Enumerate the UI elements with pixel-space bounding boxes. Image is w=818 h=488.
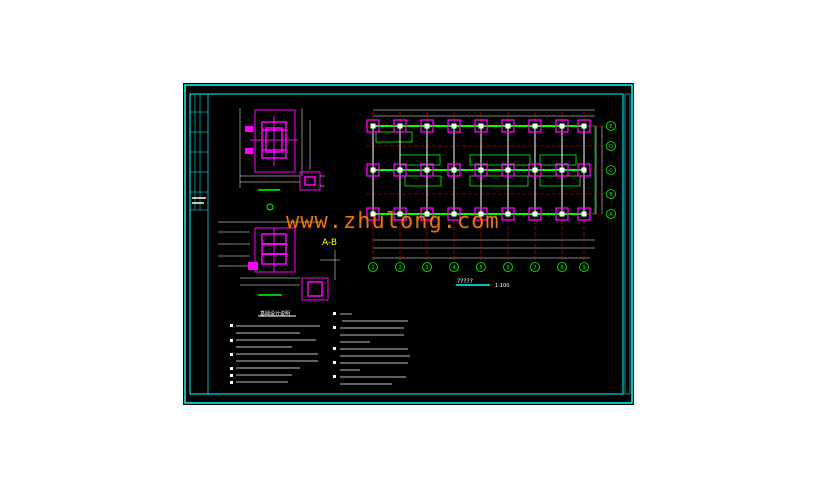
column-footing	[501, 207, 515, 221]
plan-scale: 1:100	[495, 283, 509, 289]
drawing-sheet	[183, 83, 634, 405]
column-footing	[366, 207, 380, 221]
grid-bubble-column	[368, 262, 378, 272]
column-footing	[555, 207, 569, 221]
grid-bubble-column	[503, 262, 513, 272]
grid-column-label: 7	[533, 265, 536, 271]
grid-column-label: 3	[425, 265, 428, 271]
outer-frame	[184, 84, 633, 404]
column-footing	[474, 207, 488, 221]
column-footing	[577, 163, 591, 177]
grid-axis-group: 1 2 3 4 5 6 7 8 9 A B C D E	[368, 121, 616, 272]
column-footing	[528, 163, 542, 177]
grid-bubble-column	[395, 262, 405, 272]
grid-bubble-column	[422, 262, 432, 272]
foundation-plan	[366, 109, 606, 286]
grid-column-label: 5	[479, 265, 482, 271]
grid-column-label: 8	[560, 265, 563, 271]
grid-bubble-row	[606, 165, 616, 175]
column-footing	[474, 163, 488, 177]
grid-bubble-column	[557, 262, 567, 272]
grid-bubble-row	[606, 209, 616, 219]
grid-column-label: 6	[506, 265, 509, 271]
column-footing	[447, 163, 461, 177]
section-mark-label: A-B	[322, 238, 337, 248]
column-footing	[393, 163, 407, 177]
plan-title: ?????	[457, 278, 473, 285]
column-footing	[577, 207, 591, 221]
column-footing	[447, 207, 461, 221]
grid-column-label: 9	[582, 265, 585, 271]
notes-title: 基础设计说明	[260, 310, 290, 317]
column-footing	[420, 207, 434, 221]
foundation-detail-1	[239, 108, 325, 211]
grid-column-label: 1	[371, 265, 374, 271]
column-footing	[366, 163, 380, 177]
grid-bubble-column	[530, 262, 540, 272]
column-footing	[555, 163, 569, 177]
grid-column-label: 4	[452, 265, 455, 271]
grid-bubble-column	[449, 262, 459, 272]
foundation-detail-2	[218, 221, 340, 301]
column-footing	[501, 163, 515, 177]
grid-bubble-column	[476, 262, 486, 272]
column-footing	[577, 119, 591, 133]
column-footing	[420, 163, 434, 177]
column-footing	[366, 119, 380, 133]
column-footing	[447, 119, 461, 133]
grid-row-label: C	[609, 168, 613, 174]
column-footing	[420, 119, 434, 133]
grid-row-label: E	[609, 124, 612, 130]
grid-bubble-row	[606, 141, 616, 151]
column-footing	[528, 119, 542, 133]
grid-row-label: D	[609, 144, 613, 150]
column-footing	[555, 119, 569, 133]
column-footing	[393, 119, 407, 133]
watermark-text: www.zhulong.com	[286, 209, 500, 234]
grid-row-label: B	[609, 192, 613, 198]
column-footing	[528, 207, 542, 221]
title-block-strip	[189, 93, 209, 395]
grid-row-label: A	[609, 212, 613, 218]
frame-right-strip	[624, 93, 631, 395]
column-footing	[393, 207, 407, 221]
grid-bubble-row	[606, 189, 616, 199]
grid-column-label: 2	[398, 265, 401, 271]
column-footing	[501, 119, 515, 133]
grid-bubble-column	[579, 262, 589, 272]
general-notes-block	[230, 312, 410, 385]
column-footing	[474, 119, 488, 133]
grid-bubble-row	[606, 121, 616, 131]
